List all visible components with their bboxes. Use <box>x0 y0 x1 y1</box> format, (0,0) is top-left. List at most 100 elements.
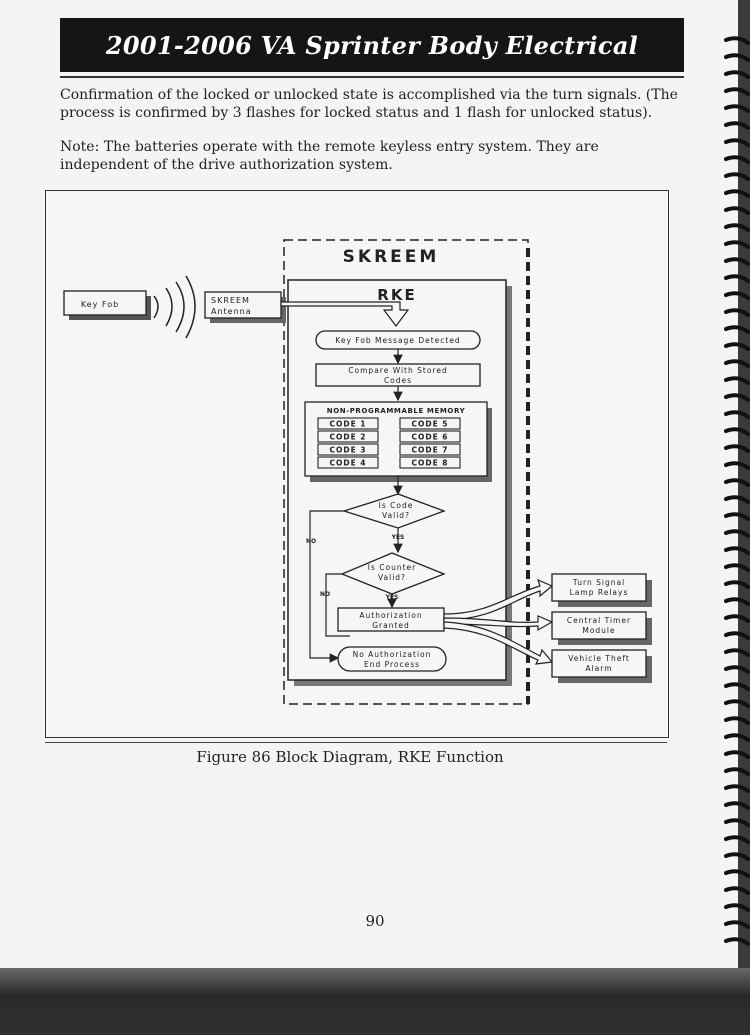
binding-coil <box>724 172 750 181</box>
binding-coil <box>724 546 750 555</box>
code-cell <box>317 430 379 443</box>
no-label-1: NO <box>306 538 316 545</box>
binding-coil <box>724 631 750 640</box>
binding-coil <box>724 53 750 62</box>
paragraph-battery-note: Note: The batteries operate with the rem… <box>60 139 599 173</box>
skreem-label: SKREEM <box>343 247 440 267</box>
compare-label-line2: Codes <box>384 376 412 385</box>
page-number: 90 <box>365 912 385 930</box>
binding-coil <box>724 427 750 436</box>
binding-coil <box>724 614 750 623</box>
header-rule <box>60 76 684 78</box>
binding-coil <box>724 699 750 708</box>
ctm-label-line2: Module <box>582 626 615 635</box>
paragraph-turn-signals: Confirmation of the locked or unlocked s… <box>60 87 678 121</box>
noauth-label-line1: No Authorization <box>353 650 432 659</box>
binding-coil <box>724 750 750 759</box>
code-valid-line1: Is Code <box>379 501 414 510</box>
code-cell <box>317 443 379 456</box>
turn-signal-box <box>551 573 647 602</box>
manual-page: 2001-2006 VA Sprinter Body Electrical Co… <box>0 0 738 970</box>
antenna-to-rke-arrow <box>280 301 410 327</box>
vehicle-theft-alarm-box <box>551 649 647 678</box>
spiral-binding-icon <box>724 36 750 946</box>
binding-coil <box>724 801 750 810</box>
binding-coil <box>724 393 750 402</box>
binding-coil <box>724 563 750 572</box>
binding-coil <box>724 223 750 232</box>
code-label: CODE 7 <box>411 446 448 455</box>
binding-coil <box>724 529 750 538</box>
binding-coil <box>724 325 750 334</box>
code-cell <box>399 443 461 456</box>
binding-coil <box>724 138 750 147</box>
binding-coil <box>724 444 750 453</box>
counter-valid-line1: Is Counter <box>368 563 416 572</box>
key-fob-label: Key Fob <box>81 300 119 309</box>
binding-coil <box>724 937 750 946</box>
binding-coil <box>724 580 750 589</box>
ctm-label-line1: Central Timer <box>567 616 631 625</box>
code-cell <box>399 456 461 469</box>
binding-coil <box>724 665 750 674</box>
code-label: CODE 1 <box>329 420 366 429</box>
binding-coil <box>724 682 750 691</box>
radio-wave-icon <box>153 275 196 339</box>
binding-coil <box>724 70 750 79</box>
code-valid-line2: Valid? <box>382 511 410 520</box>
binding-coil <box>724 87 750 96</box>
code-label: CODE 5 <box>411 420 448 429</box>
code-label: CODE 4 <box>329 459 366 468</box>
binding-coil <box>724 36 750 45</box>
binding-coil <box>724 886 750 895</box>
binding-coil <box>724 920 750 929</box>
turn-label-line1: Turn Signal <box>572 578 625 587</box>
antenna-label-line2: Antenna <box>211 307 252 316</box>
binding-coil <box>724 274 750 283</box>
binding-coil <box>724 104 750 113</box>
code-cell <box>317 456 379 469</box>
rke-label: RKE <box>377 286 416 304</box>
binding-coil <box>724 835 750 844</box>
page-title: 2001-2006 VA Sprinter Body Electrical <box>105 30 639 60</box>
code-cell <box>399 417 461 430</box>
central-timer-box <box>551 611 647 640</box>
binding-coil <box>724 376 750 385</box>
vta-label-line1: Vehicle Theft <box>568 654 630 663</box>
binding-coil <box>724 257 750 266</box>
counter-valid-line2: Valid? <box>378 573 406 582</box>
noauth-label-line2: End Process <box>364 660 420 669</box>
compare-label-line1: Compare With Stored <box>348 366 447 375</box>
binding-coil <box>724 240 750 249</box>
binding-coil <box>724 648 750 657</box>
binding-coil <box>724 597 750 606</box>
message-detected-label: Key Fob Message Detected <box>335 336 460 345</box>
binding-coil <box>724 291 750 300</box>
binding-coil <box>724 716 750 725</box>
key-fob-box <box>63 290 147 316</box>
binding-coil <box>724 308 750 317</box>
auth-label-line2: Granted <box>372 621 410 630</box>
binding-coil <box>724 495 750 504</box>
binding-coil <box>724 869 750 878</box>
binding-coil <box>724 206 750 215</box>
code-label: CODE 3 <box>329 446 366 455</box>
scanner-shadow <box>0 968 750 1035</box>
binding-coil <box>724 410 750 419</box>
binding-coil <box>724 512 750 521</box>
code-label: CODE 8 <box>411 459 448 468</box>
code-label: CODE 2 <box>329 433 366 442</box>
memory-title: NON-PROGRAMMABLE MEMORY <box>327 407 466 415</box>
binding-coil <box>724 767 750 776</box>
binding-coil <box>724 733 750 742</box>
output-arrows <box>443 578 554 665</box>
vta-label-line2: Alarm <box>585 664 612 673</box>
binding-coil <box>724 818 750 827</box>
figure-bottom-rule <box>45 742 667 743</box>
auth-label-line1: Authorization <box>359 611 422 620</box>
binding-coil <box>724 852 750 861</box>
no-label-2: NO <box>320 591 330 598</box>
code-cell <box>399 430 461 443</box>
